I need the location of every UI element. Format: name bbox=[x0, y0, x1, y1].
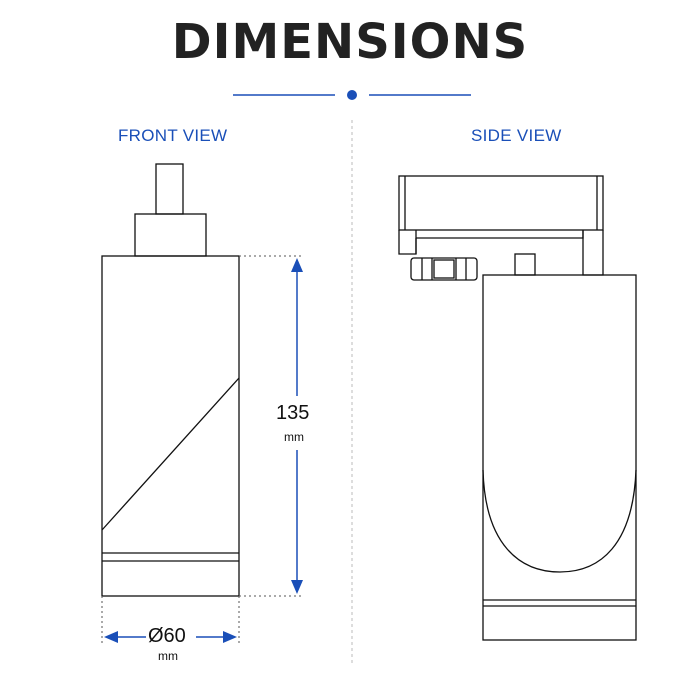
side-knob bbox=[410, 257, 478, 281]
side-adapter-right-leg bbox=[582, 230, 604, 276]
front-view-label: FRONT VIEW bbox=[118, 126, 228, 145]
side-view-label: SIDE VIEW bbox=[471, 126, 562, 145]
front-view-drawing bbox=[101, 163, 240, 597]
diameter-dimension-arrow bbox=[104, 631, 237, 643]
height-dimension-arrow bbox=[291, 258, 303, 594]
front-extension-lines bbox=[101, 255, 303, 645]
height-value: 135 bbox=[276, 402, 310, 424]
side-view-drawing bbox=[398, 175, 637, 641]
side-adapter-top bbox=[398, 175, 604, 231]
front-adapter-base bbox=[134, 213, 207, 257]
title-divider-dot bbox=[347, 90, 357, 100]
page-title: DIMENSIONS bbox=[171, 14, 529, 70]
side-curved-cut bbox=[482, 469, 637, 573]
diameter-value: Ø60 bbox=[148, 625, 186, 647]
front-body bbox=[101, 255, 240, 597]
front-adapter-top bbox=[155, 163, 184, 215]
side-body bbox=[482, 274, 637, 641]
side-connector bbox=[514, 253, 536, 276]
diameter-unit: mm bbox=[158, 649, 178, 663]
front-diagonal-cut bbox=[101, 377, 240, 531]
side-adapter-left-leg bbox=[398, 230, 417, 255]
height-unit: mm bbox=[284, 430, 304, 444]
